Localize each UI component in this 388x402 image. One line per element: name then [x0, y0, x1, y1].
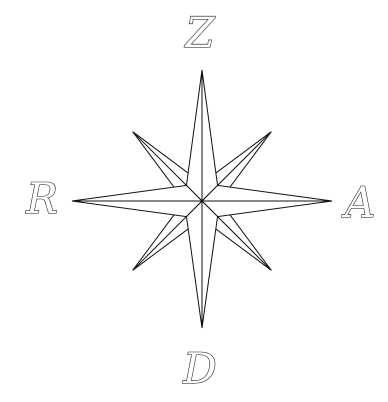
label-north: Z — [183, 8, 215, 57]
label-west: R — [25, 174, 58, 223]
label-south: D — [182, 344, 217, 393]
compass-center-dot — [200, 199, 203, 202]
label-east: A — [341, 178, 375, 227]
compass-star — [72, 70, 332, 328]
